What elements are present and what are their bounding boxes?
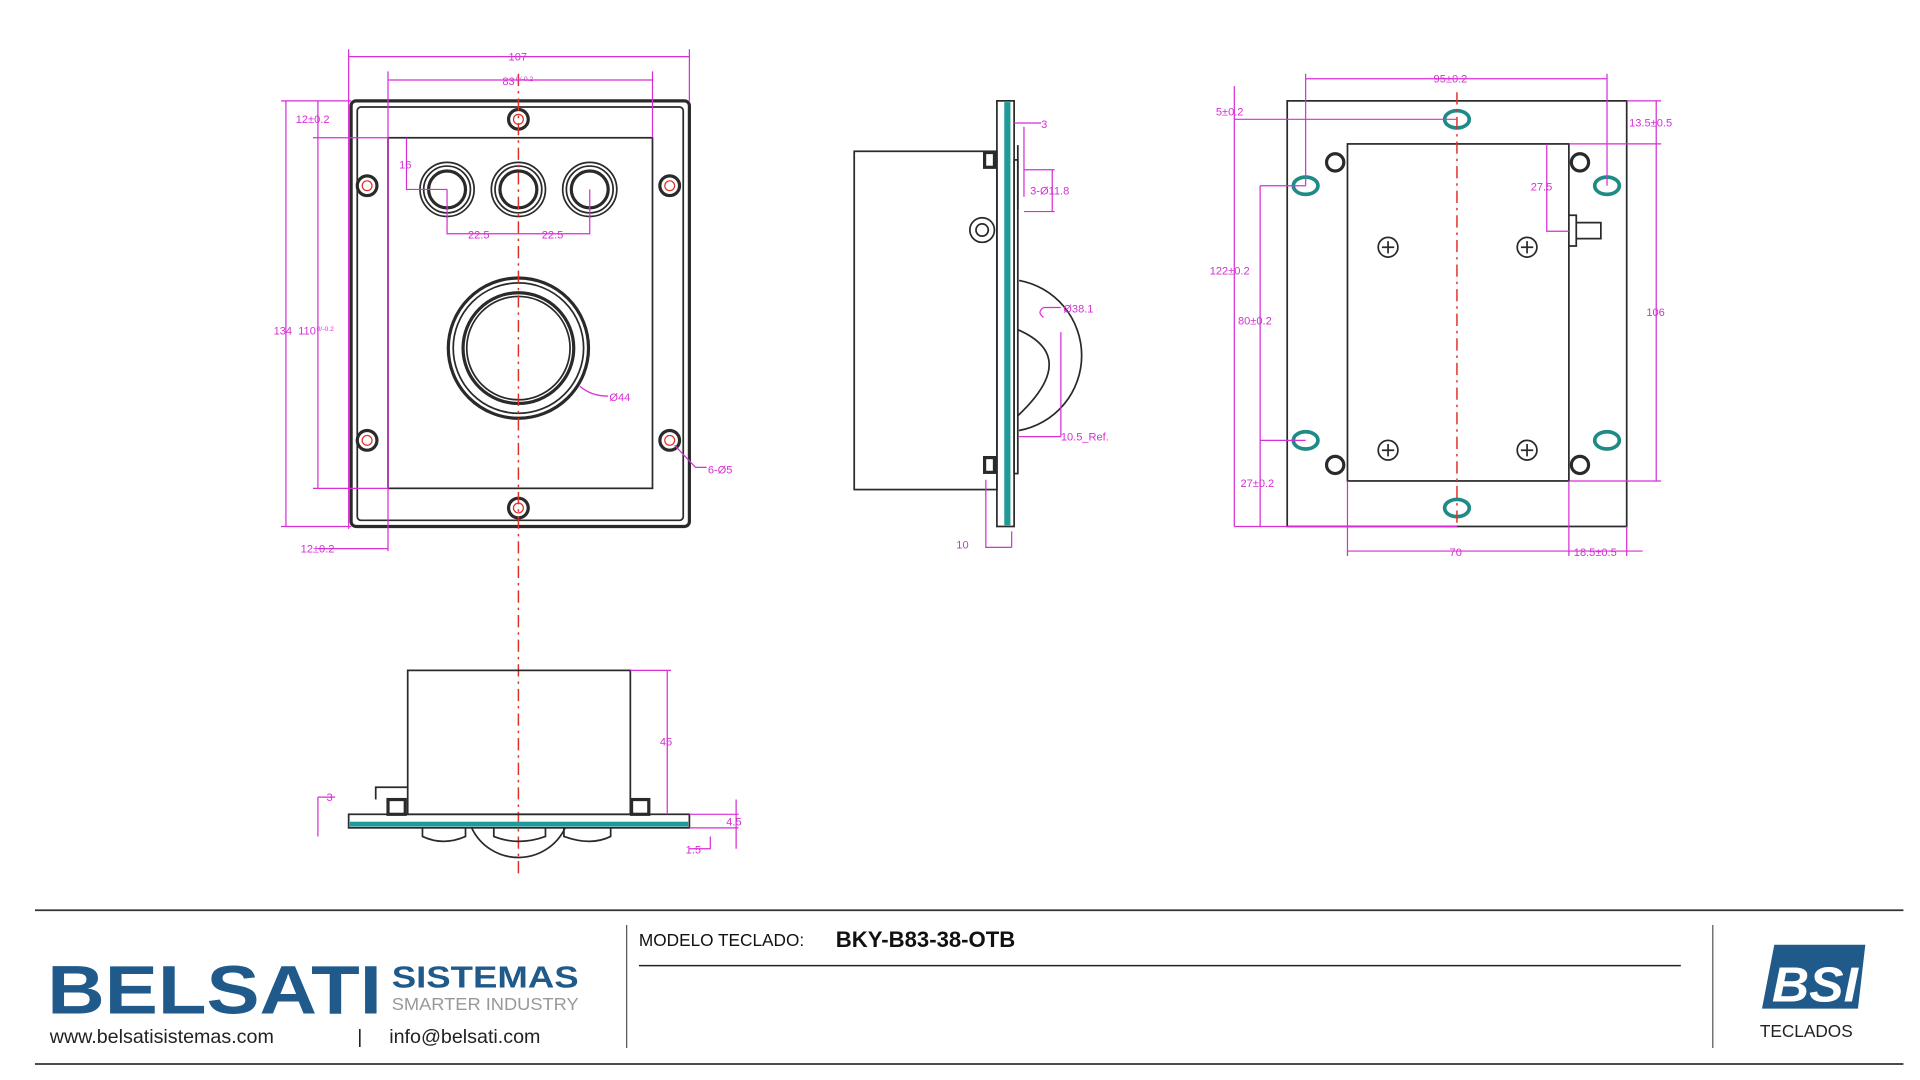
dim-18-5: 18.5±0.5 xyxy=(1574,547,1617,559)
model-value: BKY-B83-38-OTB xyxy=(836,927,1016,952)
title-block: BELSATI SISTEMAS SMARTER INDUSTRY www.be… xyxy=(34,909,1904,1065)
dim-bottom-margin: 12±0.2 xyxy=(301,543,335,555)
dim-122: 122±0.2 xyxy=(1210,265,1250,277)
dim-1-5: 1.5 xyxy=(686,845,701,857)
connector xyxy=(1568,214,1602,247)
side-stud xyxy=(968,216,996,244)
dim-4-5: 4.5 xyxy=(726,816,741,828)
screws xyxy=(1377,236,1538,461)
dim-110-tolerance: 0/-0.2 xyxy=(317,326,335,333)
dim-3-bottom: 3 xyxy=(327,792,333,804)
side-body xyxy=(853,150,998,491)
dim-83-tolerance: 0/-0.2 xyxy=(516,76,534,83)
hex-nuts xyxy=(1324,152,1591,476)
dim-27-5: 27.5 xyxy=(1531,182,1553,194)
dim-22-5-right: 22.5 xyxy=(542,230,564,242)
rear-body xyxy=(1346,143,1570,482)
rear-view: 95±0.2 5±0.2 13.5±0.5 27.5 122±0.2 80±0.… xyxy=(1210,73,1672,559)
dim-70: 70 xyxy=(1450,547,1462,559)
brand-subtitle: SISTEMAS xyxy=(392,960,579,995)
dim-6-05: 6-Ø5 xyxy=(708,465,733,477)
dim-27: 27±0.2 xyxy=(1240,478,1274,490)
side-gasket xyxy=(1004,102,1011,526)
dim-3-011-8: 3-Ø11.8 xyxy=(1030,185,1069,197)
side-view: 3 3-Ø11.8 Ø38.1 10.5_Ref. 10 xyxy=(853,100,1109,552)
bottom-plate xyxy=(347,813,691,829)
dim-134: 134 xyxy=(274,326,292,338)
dim-22-5-left: 22.5 xyxy=(468,230,490,242)
model-label: MODELO TECLADO: xyxy=(639,930,804,950)
dim-top-margin: 12±0.2 xyxy=(296,114,330,126)
dim-45: 45 xyxy=(660,736,672,748)
dim-3: 3 xyxy=(1041,119,1047,131)
dim-110: 110 xyxy=(298,326,316,338)
brand-logo-text: BELSATI xyxy=(47,952,382,1029)
bottom-view: 45 3 4.5 1.5 xyxy=(317,669,742,859)
dim-106: 106 xyxy=(1646,307,1664,319)
dim-5: 5±0.2 xyxy=(1216,107,1244,119)
website-link[interactable]: www.belsatisistemas.com xyxy=(49,1026,274,1048)
dim-83: 83 xyxy=(502,76,514,88)
separator: | xyxy=(357,1026,362,1048)
dim-107: 107 xyxy=(509,51,527,63)
dim-10: 10 xyxy=(956,540,968,552)
bsi-logo-text: BSI xyxy=(1772,957,1860,1012)
dim-10-5-ref: 10.5_Ref. xyxy=(1061,431,1109,443)
dim-038-1: Ø38.1 xyxy=(1063,303,1093,315)
bsi-logo: BSI xyxy=(1762,944,1866,1012)
dim-80: 80±0.2 xyxy=(1238,316,1272,328)
dim-95: 95±0.2 xyxy=(1434,73,1468,85)
category-label: TECLADOS xyxy=(1760,1021,1853,1041)
tagline: SMARTER INDUSTRY xyxy=(392,994,580,1014)
dim-13-5: 13.5±0.5 xyxy=(1629,118,1672,130)
front-plate xyxy=(349,99,691,529)
dim-16: 16 xyxy=(399,160,411,172)
email-link[interactable]: info@belsati.com xyxy=(389,1026,540,1048)
dim-044: Ø44 xyxy=(609,392,630,404)
front-view: 107 83 0/-0.2 12±0.2 134 110 0/-0.2 12±0… xyxy=(274,49,733,876)
